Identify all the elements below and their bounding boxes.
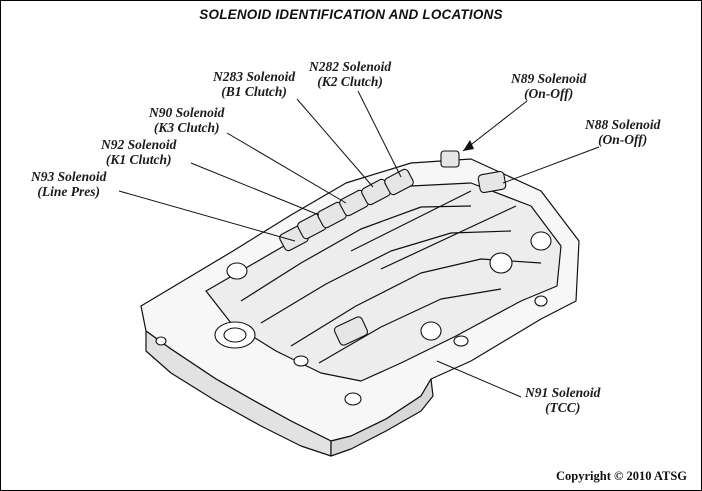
- label-n91-solenoid: N91 Solenoid (TCC): [525, 385, 600, 415]
- label-n92-function: (K1 Clutch): [105, 152, 172, 167]
- label-n282-solenoid: N282 Solenoid (K2 Clutch): [309, 59, 391, 89]
- label-n282-name: N282 Solenoid: [309, 59, 392, 74]
- label-n91-name: N91 Solenoid: [525, 385, 601, 400]
- label-n92-name: N92 Solenoid: [101, 137, 177, 152]
- label-n93-solenoid: N93 Solenoid (Line Pres): [31, 169, 106, 199]
- label-n89-solenoid: N89 Solenoid (On-Off): [511, 71, 586, 101]
- label-n89-name: N89 Solenoid: [511, 71, 587, 86]
- label-n89-function: (On-Off): [524, 86, 574, 101]
- label-n90-solenoid: N90 Solenoid (K3 Clutch): [149, 105, 224, 135]
- label-n282-function: (K2 Clutch): [317, 74, 383, 89]
- label-n88-function: (On-Off): [598, 132, 648, 147]
- label-n93-name: N93 Solenoid: [31, 169, 107, 184]
- label-n283-solenoid: N283 Solenoid (B1 Clutch): [213, 69, 295, 99]
- label-n90-function: (K3 Clutch): [153, 120, 220, 135]
- label-n93-function: (Line Pres): [37, 184, 100, 199]
- copyright-notice: Copyright © 2010 ATSG: [556, 469, 687, 483]
- label-n88-name: N88 Solenoid: [585, 117, 661, 132]
- label-n88-solenoid: N88 Solenoid (On-Off): [585, 117, 660, 147]
- label-n283-name: N283 Solenoid: [213, 69, 296, 84]
- label-n91-function: (TCC): [545, 400, 581, 415]
- diagram-title: SOLENOID IDENTIFICATION AND LOCATIONS: [199, 7, 503, 22]
- label-n283-function: (B1 Clutch): [221, 84, 287, 99]
- label-n92-solenoid: N92 Solenoid (K1 Clutch): [101, 137, 176, 167]
- label-n90-name: N90 Solenoid: [149, 105, 225, 120]
